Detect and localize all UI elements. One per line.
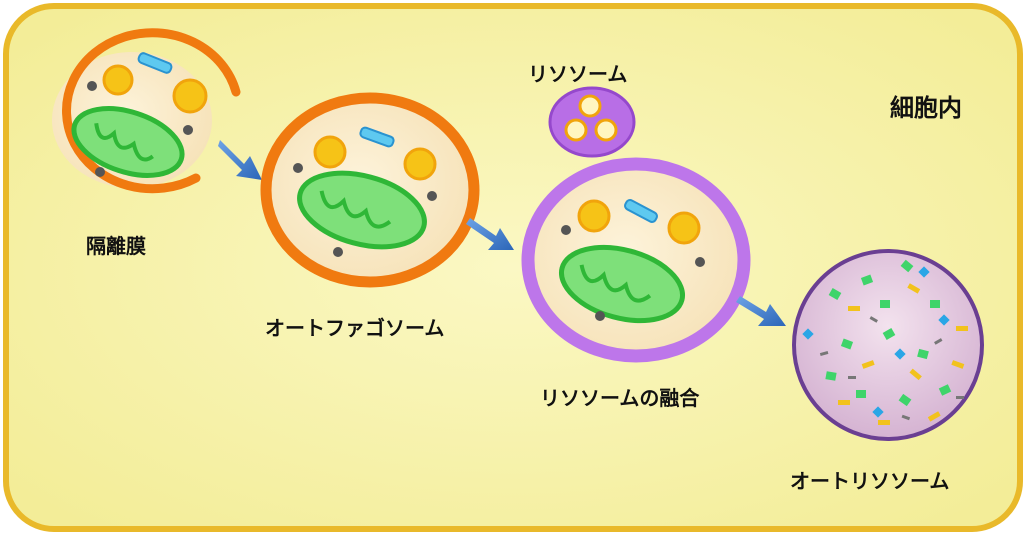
autophagosome-stage bbox=[260, 92, 480, 288]
arrow-3 bbox=[736, 296, 786, 326]
label-cell-interior: 細胞内 bbox=[890, 94, 962, 122]
organelle-yellow bbox=[102, 64, 208, 114]
mitochondrion bbox=[558, 244, 686, 324]
label-autophagosome: オートファゴソーム bbox=[265, 316, 445, 340]
mitochondrion bbox=[71, 106, 185, 178]
debris-particles bbox=[87, 81, 193, 177]
autolysosome-stage bbox=[792, 249, 984, 441]
arrow-1 bbox=[218, 140, 262, 180]
mitochondrion bbox=[297, 170, 427, 250]
cell-boundary bbox=[3, 3, 1023, 532]
label-lysosome-fusion: リソソームの融合 bbox=[540, 386, 700, 410]
label-lysosome: リソソーム bbox=[528, 62, 628, 86]
label-isolation-membrane: 隔離膜 bbox=[86, 234, 146, 258]
isolation-membrane-stage bbox=[52, 28, 241, 194]
label-autolysosome: オートリソソーム bbox=[790, 469, 950, 493]
protein-blue bbox=[137, 52, 173, 74]
lysosome-fusion-stage bbox=[521, 157, 751, 363]
degraded-fragments bbox=[802, 259, 968, 425]
lysosome-small bbox=[548, 86, 636, 158]
arrow-2 bbox=[466, 218, 514, 250]
isolation-membrane-arc bbox=[62, 28, 241, 194]
